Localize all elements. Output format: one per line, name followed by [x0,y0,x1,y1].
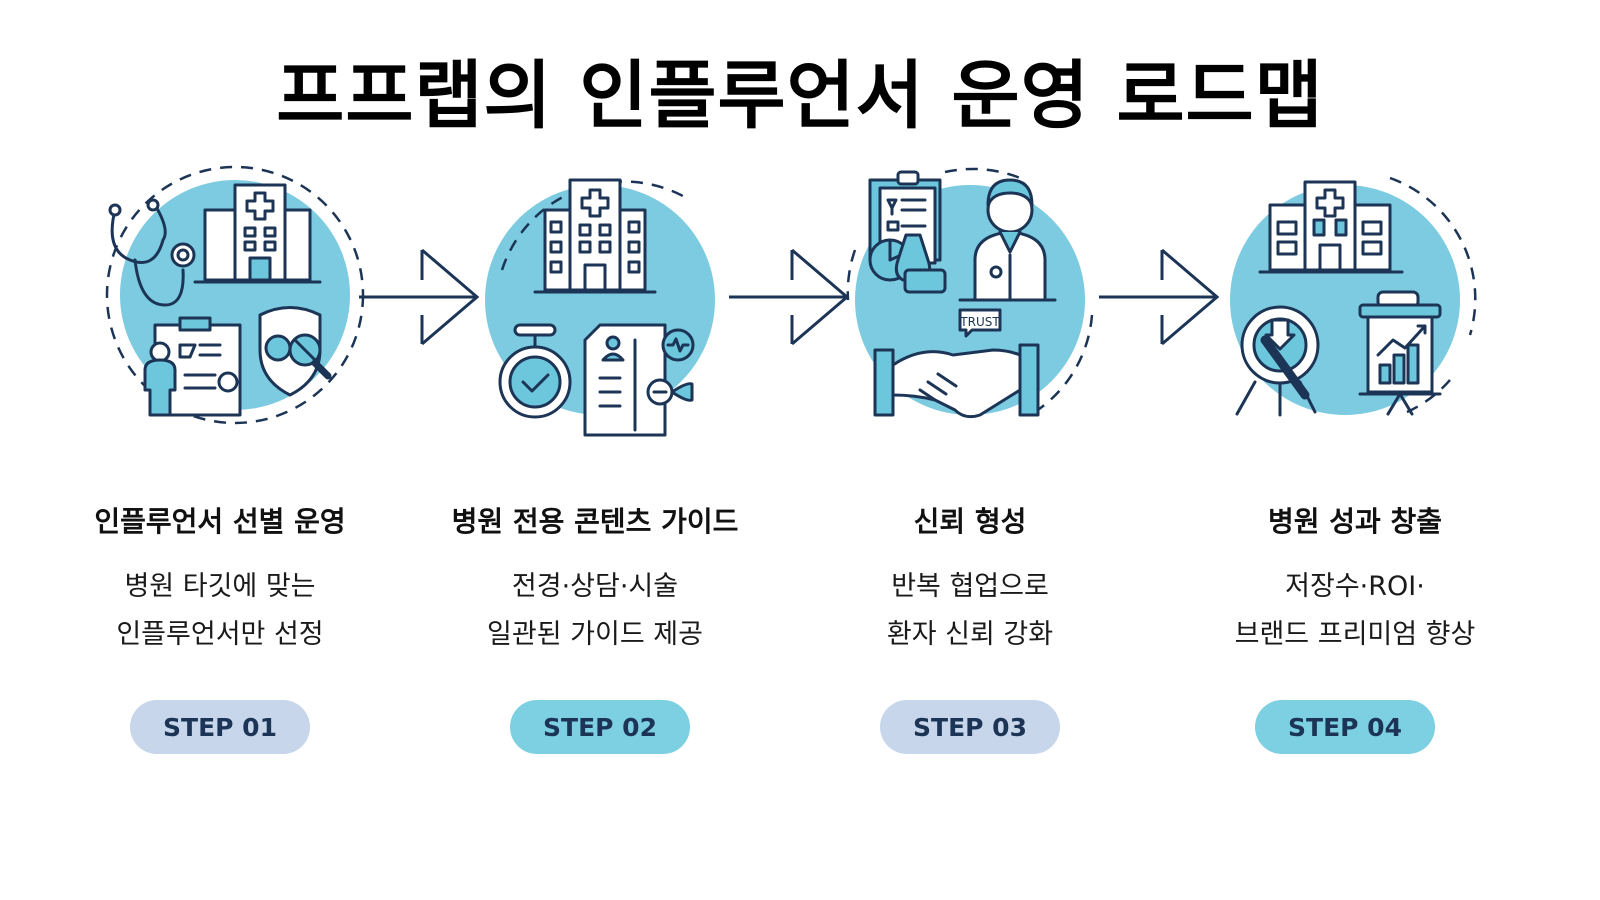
clipboard-person-icon [143,316,242,417]
arrow-right-icon [1095,245,1225,350]
page-title: 프프랩의 인플루언서 운영 로드맵 [276,53,1324,139]
step-4-illustration [1210,160,1510,450]
trust-label: TRUST [959,315,1000,329]
step-1-title: 인플루언서 선별 운영 [94,505,346,538]
step-1-description: 병원 타깃에 맞는 인플루언서만 선정 [40,563,400,659]
step-2-title: 병원 전용 콘텐츠 가이드 [451,505,739,538]
step-1-badge: STEP 01 [130,700,310,754]
hospital-icon [533,178,657,294]
stethoscope-icon [108,198,196,307]
step-2-badge: STEP 02 [510,700,690,754]
step-3-title: 신뢰 형성 [913,505,1027,538]
step-2-desc-line-2: 일관된 가이드 제공 [487,619,703,650]
doctor-icon [958,178,1057,302]
step-2-desc-line-1: 전경·상담·시술 [511,571,679,602]
step-4-desc-line-2: 브랜드 프리미엄 향상 [1234,619,1476,650]
profile-document-icon [583,323,695,437]
step-4-badge: STEP 04 [1255,700,1435,754]
step-4-title: 병원 성과 창출 [1267,505,1443,538]
step-3-illustration: TRUST [820,160,1120,450]
hospital-icon [193,183,322,284]
step-1-desc-line-1: 병원 타깃에 맞는 [124,571,316,602]
shield-magnifier-icon [258,306,332,397]
step-3-desc-line-1: 반복 협업으로 [891,571,1049,602]
step-1-desc-line-2: 인플루언서만 선정 [116,619,324,650]
handshake-icon [873,308,1040,419]
step-2-illustration [450,160,750,450]
step-1-illustration [85,160,385,450]
step-2-description: 전경·상담·시술 일관된 가이드 제공 [415,563,775,659]
arrow-right-icon [355,245,485,350]
presentation-chart-icon [1358,290,1442,416]
step-3-desc-line-2: 환자 신뢰 강화 [886,619,1054,650]
clipboard-chart-icon [868,170,947,294]
step-3-badge: STEP 03 [880,700,1060,754]
step-3-description: 반복 협업으로 환자 신뢰 강화 [790,563,1150,659]
stopwatch-check-icon [498,323,572,419]
hospital-icon [1258,180,1404,274]
target-icon [1235,305,1320,417]
step-4-desc-line-1: 저장수·ROI· [1285,571,1425,602]
step-4-description: 저장수·ROI· 브랜드 프리미엄 향상 [1175,563,1535,659]
